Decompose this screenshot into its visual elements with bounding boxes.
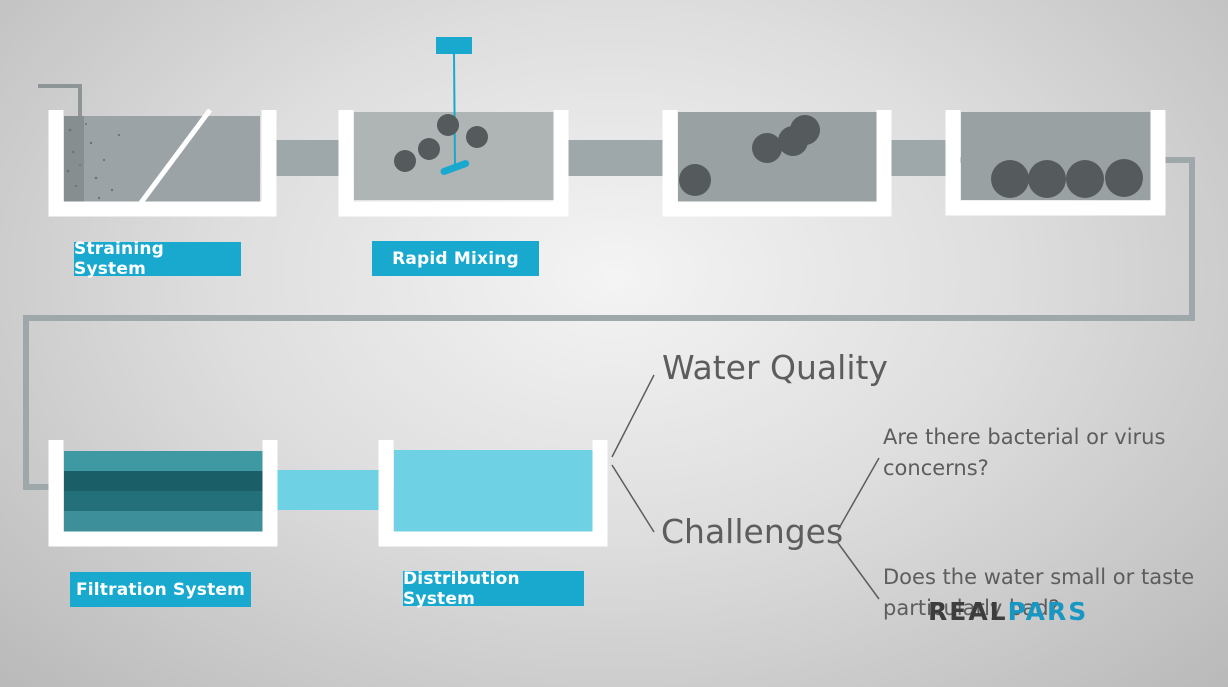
question-bacteria: Are there bacterial or virus concerns? xyxy=(883,422,1165,484)
pipe-5-6 xyxy=(276,470,381,510)
rapid-mixing-tank xyxy=(338,37,569,217)
question-smell-line-1: Does the water small or taste xyxy=(883,565,1195,589)
label-filtration-system: Filtration System xyxy=(70,572,251,607)
question-bacteria-line-1: Are there bacterial or virus xyxy=(883,425,1166,449)
label-rapid-mixing: Rapid Mixing xyxy=(372,241,539,276)
filtration-tank xyxy=(48,440,278,547)
realpars-logo: REALPARS xyxy=(928,597,1088,626)
sedimentation-tank xyxy=(945,110,1166,216)
logo-part-real: REAL xyxy=(928,597,1008,626)
pipe-3-4 xyxy=(891,140,947,176)
challenges-heading: Challenges xyxy=(661,512,844,551)
pipe-2-3 xyxy=(567,140,663,176)
mixer-blade xyxy=(440,160,470,175)
label-distribution-system: Distribution System xyxy=(403,569,584,609)
branch-lines xyxy=(611,374,880,600)
straining-tank xyxy=(38,84,277,217)
pipe-1-2 xyxy=(276,140,340,176)
mixer-shaft xyxy=(453,53,456,167)
floc-particles xyxy=(394,114,488,172)
label-straining-system: Straining System xyxy=(74,239,241,279)
water-quality-heading: Water Quality xyxy=(662,348,888,387)
question-smell-line-2: particularly bad? xyxy=(883,596,1060,620)
flocculation-tank xyxy=(662,110,892,217)
question-smell-taste: Does the water small or taste particular… xyxy=(883,562,1194,624)
bar-screen xyxy=(137,108,213,206)
question-bacteria-line-2: concerns? xyxy=(883,456,989,480)
distribution-tank xyxy=(378,440,608,547)
logo-part-pars: PARS xyxy=(1007,597,1089,626)
mixer-motor xyxy=(436,37,472,54)
